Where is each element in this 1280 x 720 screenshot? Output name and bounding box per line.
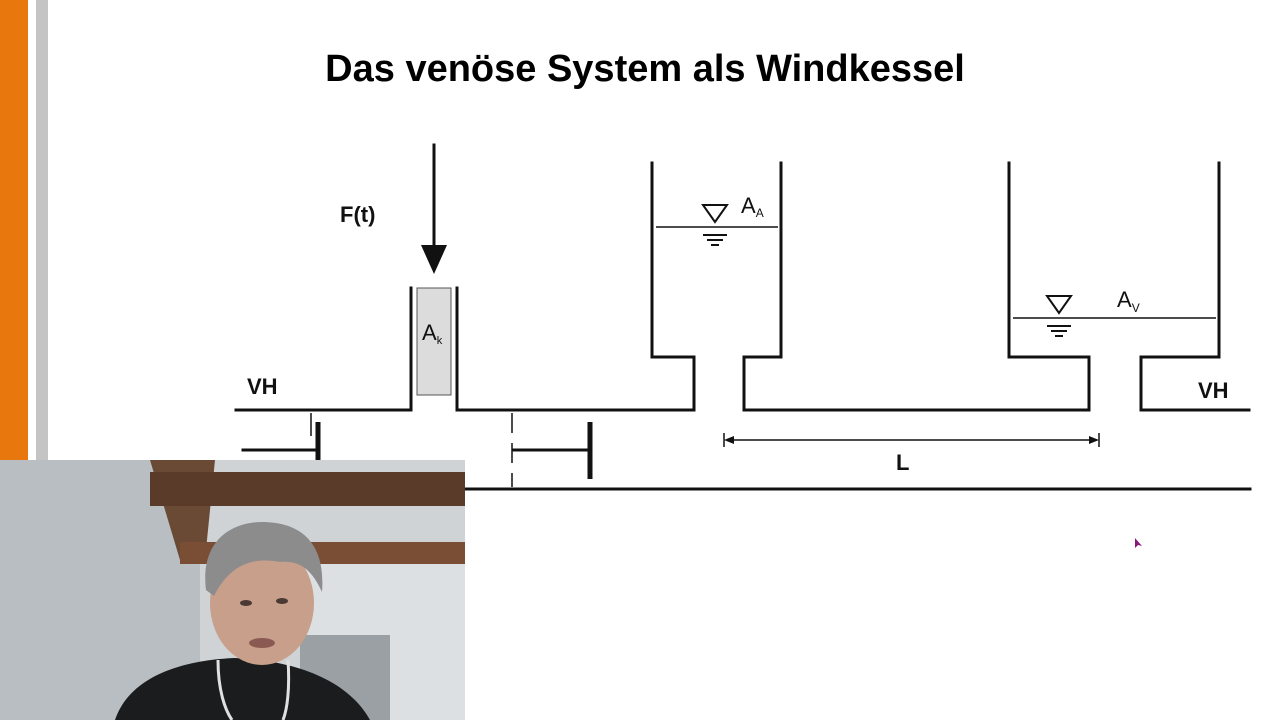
length-arrow-left-icon [724,436,734,444]
left-vessel-label: VH [247,374,278,399]
force-arrow-head-icon [421,245,447,274]
pipe-top-right [1139,161,1251,412]
length-label: L [896,450,909,475]
level-triangle-v-icon [1045,295,1073,315]
presenter-webcam [0,460,465,720]
pipe-between-reservoirs [742,161,1091,412]
piston [416,287,452,396]
force-label: F(t) [340,202,375,227]
pipe-top-to-reservoir-a [455,161,696,412]
reservoir-a-area-label: AA [741,193,764,220]
reservoir-v-area-label: AV [1117,287,1140,315]
mouse-pointer-icon [1135,538,1142,548]
webcam-picture [0,460,465,720]
piston-area-label: Ak [422,320,443,347]
length-arrow-right-icon [1089,436,1099,444]
level-triangle-a-icon [701,204,729,224]
right-vessel-label: VH [1198,378,1229,403]
slide-title: Das venöse System als Windkessel [325,48,965,90]
